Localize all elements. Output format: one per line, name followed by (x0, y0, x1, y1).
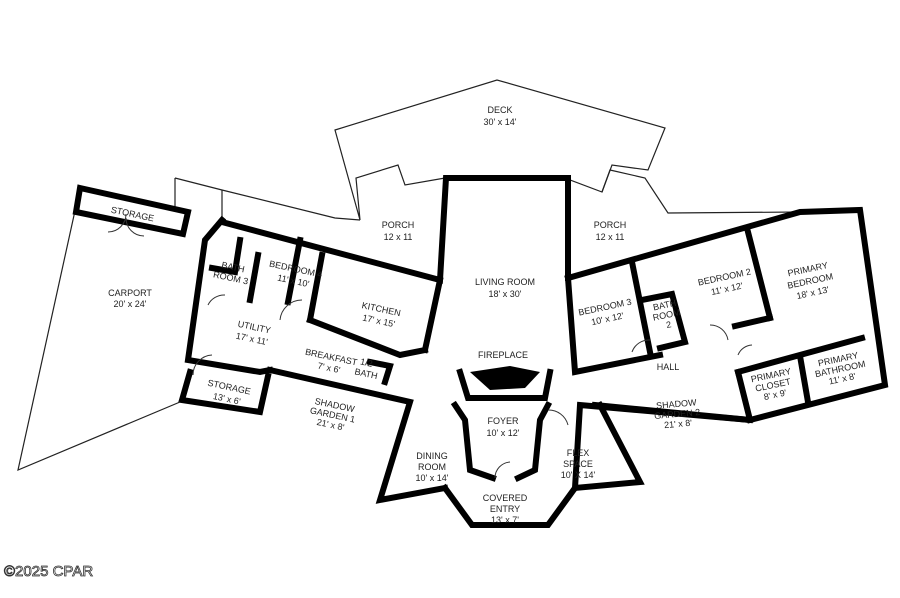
left-wing-walls (218, 175, 571, 284)
label-bathroom3: BATHROOM 3 (212, 260, 249, 287)
label-porch-left: PORCH 12 x 11 (382, 220, 415, 242)
svg-text:HALL: HALL (657, 362, 680, 372)
fireplace-hearth (470, 366, 540, 390)
svg-text:DECK: DECK (487, 105, 512, 115)
svg-text:20' x 24': 20' x 24' (114, 299, 147, 309)
svg-text:PORCH: PORCH (382, 220, 415, 230)
label-foyer: FOYER 10' x 12' (487, 416, 520, 438)
right-wing-walls (564, 206, 889, 492)
svg-text:1/2: 1/2 (359, 356, 373, 368)
watermark: ©2025 CPAR (4, 563, 94, 581)
svg-text:BATH: BATH (652, 298, 677, 313)
svg-text:CARPORT: CARPORT (108, 288, 152, 298)
label-bedroom2: BEDROOM 211' x 12' (697, 267, 752, 297)
svg-text:12 x 11: 12 x 11 (596, 232, 625, 242)
svg-text:ENTRY: ENTRY (490, 504, 520, 514)
svg-text:SHADOW: SHADOW (656, 397, 698, 411)
center-walls (440, 483, 580, 528)
label-porch-right: PORCH 12 x 11 (594, 220, 627, 242)
svg-text:12 x 11: 12 x 11 (384, 232, 413, 242)
carport-walls (178, 368, 272, 416)
svg-text:SPACE: SPACE (563, 459, 593, 469)
svg-text:PORCH: PORCH (594, 220, 627, 230)
svg-text:FIREPLACE: FIREPLACE (478, 350, 528, 360)
label-fireplace: FIREPLACE (478, 350, 528, 360)
storage-top-walls (72, 184, 192, 238)
label-hall: HALL (657, 362, 680, 372)
svg-text:21' x 8': 21' x 8' (664, 418, 693, 430)
svg-text:FLEX: FLEX (567, 448, 590, 458)
svg-text:FOYER: FOYER (487, 416, 519, 426)
svg-text:ROOM: ROOM (418, 462, 446, 472)
label-deck: DECK 30' x 14' (484, 105, 517, 127)
svg-text:GARDEN 2: GARDEN 2 (654, 407, 701, 421)
svg-text:7' x 6': 7' x 6' (317, 361, 342, 376)
svg-text:BATH: BATH (221, 260, 246, 275)
label-bedroom3: BEDROOM 310' x 12' (578, 297, 633, 328)
label-living-room: LIVING ROOM 18' x 30' (475, 277, 535, 299)
svg-text:2: 2 (665, 319, 672, 330)
right-wing-outline (601, 169, 801, 214)
svg-text:BATH: BATH (354, 366, 379, 381)
carport-outline (17, 187, 181, 472)
svg-text:10' x 14': 10' x 14' (416, 473, 449, 483)
svg-text:10' X 14': 10' X 14' (561, 470, 596, 480)
svg-text:LIVING ROOM: LIVING ROOM (475, 277, 535, 287)
svg-text:COVERED: COVERED (483, 493, 528, 503)
svg-text:30' x 14': 30' x 14' (484, 117, 517, 127)
deck-outline (334, 79, 666, 221)
svg-text:DINING: DINING (416, 451, 448, 461)
svg-text:18' x 30': 18' x 30' (489, 289, 522, 299)
svg-text:8' x 9': 8' x 9' (763, 387, 788, 402)
svg-text:10' x 12': 10' x 12' (487, 428, 520, 438)
left-wing-outline (174, 177, 361, 221)
svg-text:13' x 7': 13' x 7' (491, 515, 519, 525)
